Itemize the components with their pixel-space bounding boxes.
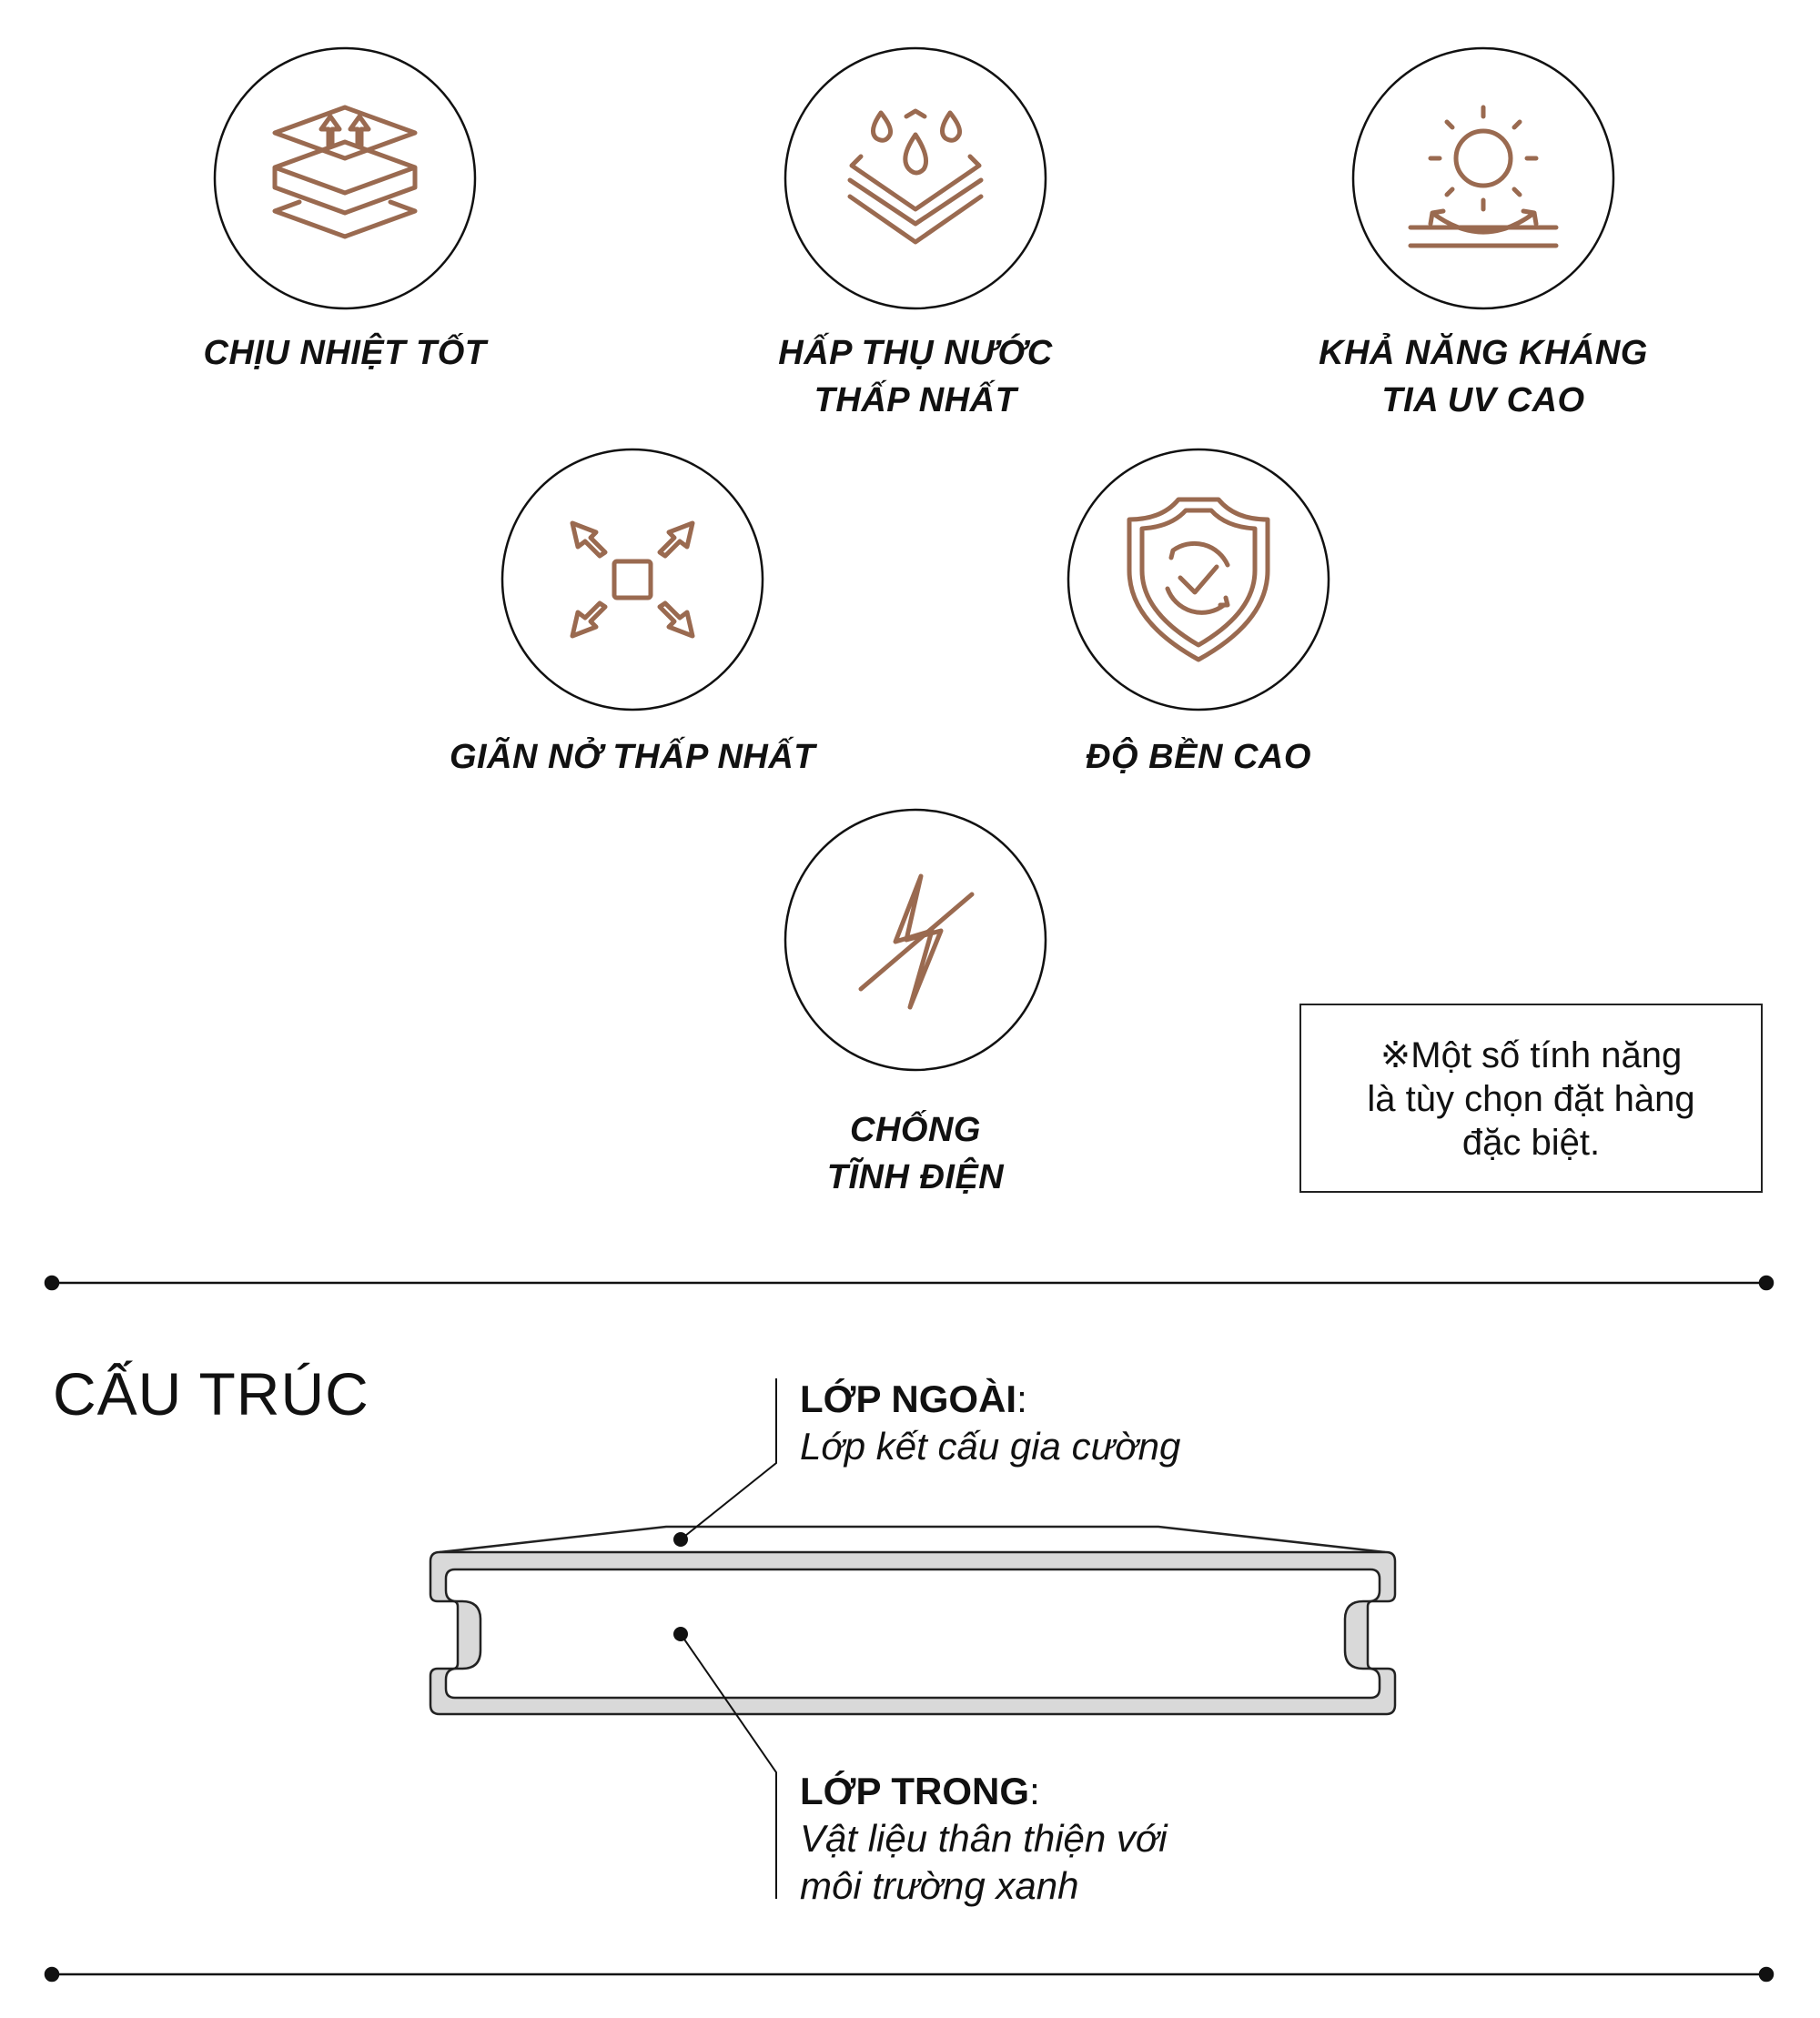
outer-layer-heading: LỚP NGOÀI [800,1377,1017,1420]
feature-label: HẤP THỤ NƯỚC THẤP NHẤT [679,329,1152,424]
board-cross-section [429,1525,1397,1716]
feature-label: KHẢ NĂNG KHÁNG TIA UV CAO [1247,329,1720,424]
label-line: GIÃN NỞ THẤP NHẤT [449,738,815,776]
water-drops-layers-icon [847,108,984,245]
label-line: CHỐNG [850,1111,981,1149]
label-line: KHẢ NĂNG KHÁNG [1319,334,1648,372]
feature-label: ĐỘ BỀN CAO [962,733,1435,781]
note-line: ※Một số tính năng [1380,1035,1683,1075]
label-line: TIA UV CAO [1381,381,1585,419]
special-order-note: ※Một số tính năng là tùy chọn đặt hàng đ… [1299,1004,1763,1193]
feature-circle [784,46,1047,310]
inner-layer-desc: Vật liệu thân thiện với [800,1817,1168,1860]
inner-layer-heading: LỚP TRONG [800,1770,1030,1812]
label-line: TĨNH ĐIỆN [826,1158,1005,1196]
lightning-slash-icon [858,873,975,1010]
outer-layer-leader [680,1378,777,1540]
note-line: đặc biệt. [1461,1123,1601,1163]
feature-circle [500,448,764,711]
outer-layer-label: LỚP NGOÀI: Lớp kết cấu gia cường [800,1376,1180,1470]
inner-layer-leader [680,1633,777,1899]
feature-circle [1351,46,1615,310]
sun-uv-icon [1408,105,1559,248]
structure-title: CẤU TRÚC [53,1360,369,1428]
note-line: là tùy chọn đặt hàng [1367,1079,1695,1119]
layers-arrows-up-icon [272,105,418,239]
colon: : [1029,1770,1040,1812]
label-line: ĐỘ BỀN CAO [1086,738,1311,776]
colon: : [1016,1377,1027,1420]
feature-label: GIÃN NỞ THẤP NHẤT [396,733,869,781]
label-line: HẤP THỤ NƯỚC [778,334,1053,372]
feature-circle [784,808,1047,1072]
feature-circle [1067,448,1330,711]
feature-label: CHỊU NHIỆT TỐT [108,329,581,377]
feature-label: CHỐNG TĨNH ĐIỆN [679,1106,1152,1201]
expand-arrows-icon [570,520,695,639]
outer-layer-desc: Lớp kết cấu gia cường [800,1425,1181,1468]
label-line: THẤP NHẤT [814,381,1017,419]
inner-layer-label: LỚP TRONG: Vật liệu thân thiện với môi t… [800,1768,1168,1910]
inner-layer-desc: môi trường xanh [800,1864,1079,1907]
label-line: CHỊU NHIỆT TỐT [203,334,487,372]
shield-check-icon [1127,497,1270,662]
feature-circle [213,46,477,310]
